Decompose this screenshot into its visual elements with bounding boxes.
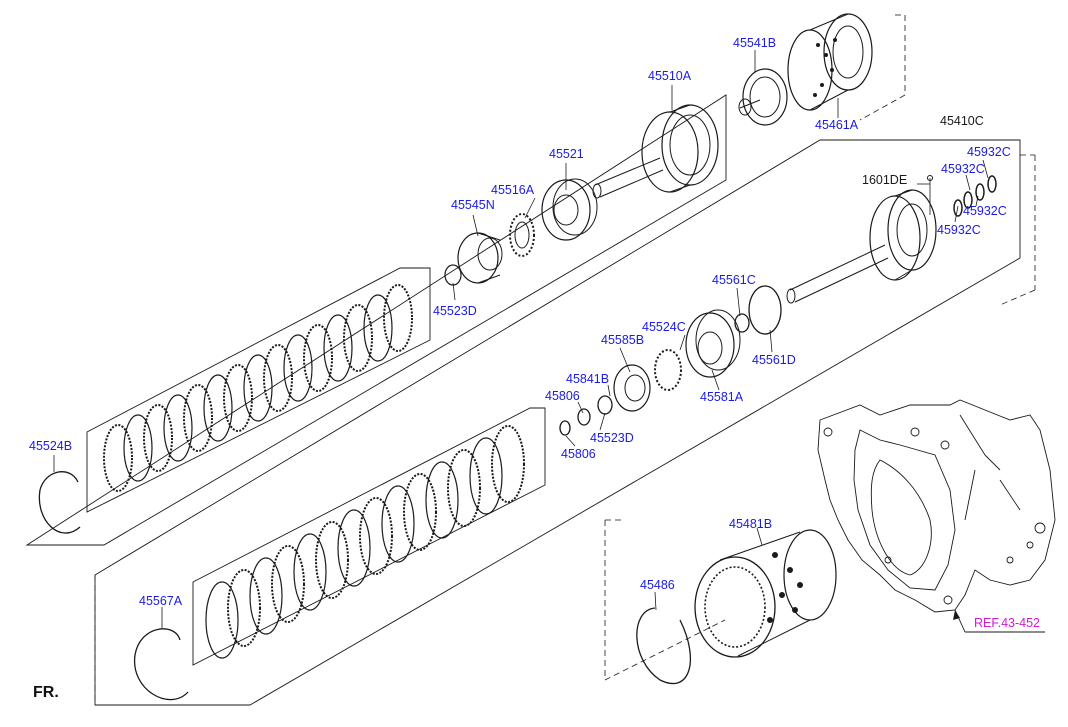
label-45510A[interactable]: 45510A (648, 69, 692, 83)
label-45567A[interactable]: 45567A (139, 594, 183, 608)
label-45541B[interactable]: 45541B (733, 36, 777, 50)
washer-45841B (577, 408, 591, 426)
label-45841B[interactable]: 45841B (566, 372, 610, 386)
label-45561C[interactable]: 45561C (712, 273, 756, 287)
piston-45581A (685, 309, 741, 378)
needle-bearing-45524C (654, 349, 682, 391)
label-45932C-d[interactable]: 45932C (937, 223, 981, 237)
snap-ring-45486 (636, 607, 692, 685)
upper-clutch-pack-frame (86, 267, 431, 513)
upper-group-frame (25, 94, 727, 546)
label-45524C[interactable]: 45524C (642, 320, 686, 334)
label-45932C-a[interactable]: 45932C (967, 145, 1011, 159)
front-direction-label: FR. (33, 684, 59, 701)
hub-45585B (613, 364, 651, 412)
lower-group-frame (94, 139, 1021, 706)
label-45932C-b[interactable]: 45932C (941, 162, 985, 176)
label-45410C[interactable]: 45410C (940, 114, 984, 128)
hub-45545N (457, 232, 503, 284)
upper-clutch-plates (103, 284, 413, 492)
label-45932C-c[interactable]: 45932C (963, 204, 1007, 218)
ring-45561C (734, 313, 750, 333)
seal-rings-45932C (953, 175, 997, 217)
bearing-45521 (541, 178, 598, 241)
gear-45541B (738, 68, 788, 126)
label-45524B[interactable]: 45524B (29, 439, 73, 453)
label-45521[interactable]: 45521 (549, 147, 584, 161)
ring-45806-a (559, 420, 571, 436)
label-45561D[interactable]: 45561D (752, 353, 796, 367)
label-45523D-bottom[interactable]: 45523D (590, 431, 634, 445)
label-1601DE[interactable]: 1601DE (862, 173, 908, 187)
label-45585B[interactable]: 45585B (601, 333, 645, 347)
snap-ring-45523D-top (444, 264, 462, 286)
ref-leader (953, 609, 1045, 633)
shaft-45410C (786, 175, 937, 304)
ring-45561D (748, 285, 782, 335)
snap-ring-45524B (38, 471, 81, 534)
lower-clutch-plates (205, 425, 525, 659)
transmission-case (817, 399, 1056, 613)
label-45806-a[interactable]: 45806 (545, 389, 580, 403)
label-45516A[interactable]: 45516A (491, 183, 535, 197)
label-45461A[interactable]: 45461A (815, 118, 859, 132)
drum-45461A (787, 13, 873, 111)
shaft-45510A (592, 104, 719, 199)
snap-ring-45567A (134, 628, 189, 701)
label-45545N[interactable]: 45545N (451, 198, 495, 212)
label-45486[interactable]: 45486 (640, 578, 675, 592)
label-45581A[interactable]: 45581A (700, 390, 744, 404)
label-45481B[interactable]: 45481B (729, 517, 773, 531)
label-45806-b[interactable]: 45806 (561, 447, 596, 461)
label-45523D-top[interactable]: 45523D (433, 304, 477, 318)
lower-clutch-pack-frame (192, 407, 546, 666)
ring-45523D-bottom (597, 395, 613, 415)
drum-45481B (694, 529, 837, 658)
label-ref-43-452[interactable]: REF.43-452 (974, 616, 1041, 630)
needle-bearing-45516A (509, 213, 535, 257)
